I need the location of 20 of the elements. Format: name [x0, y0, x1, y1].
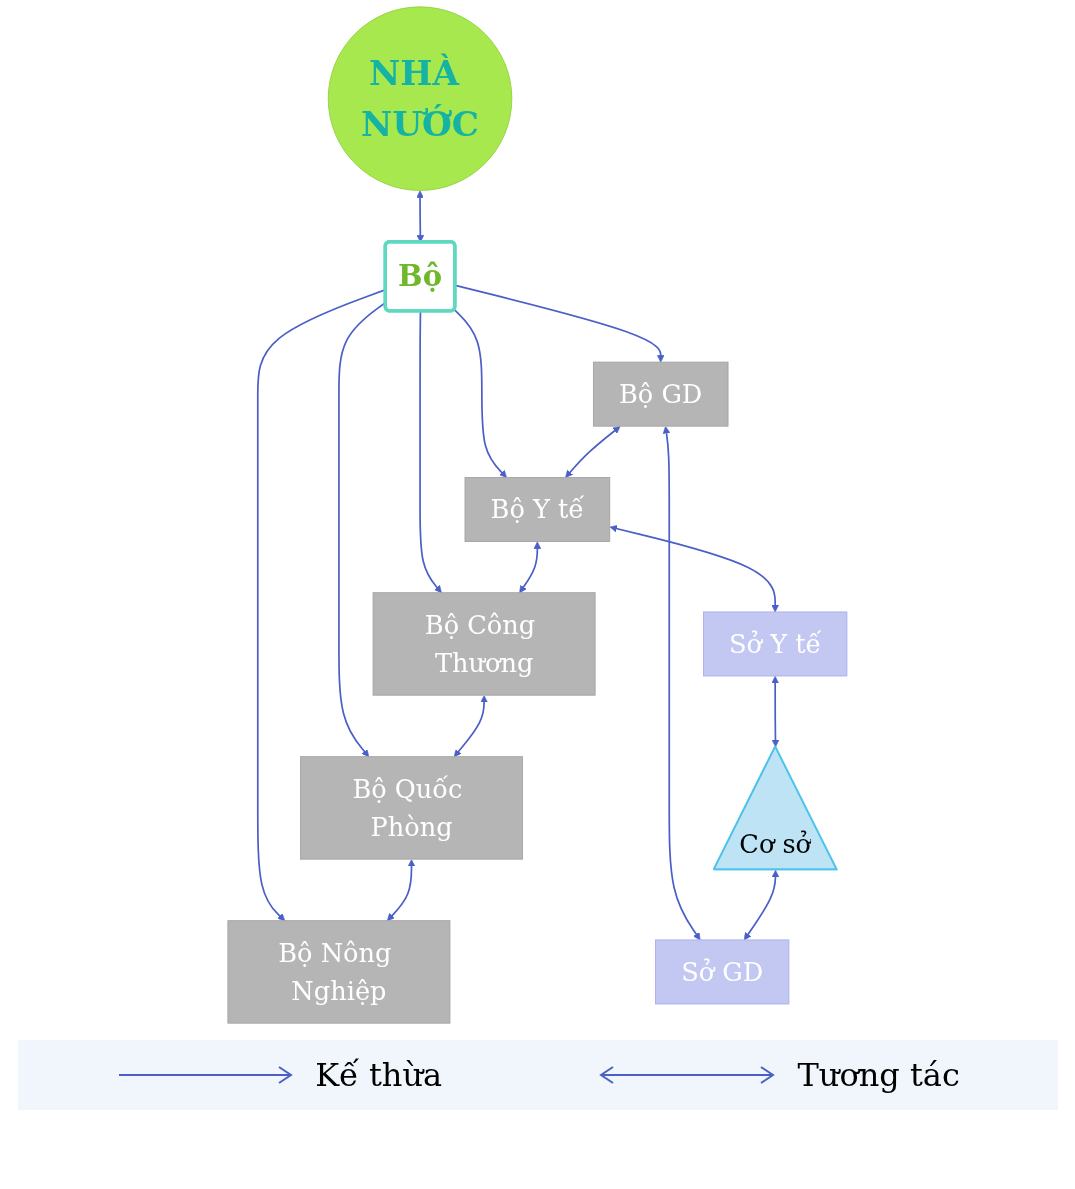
arrow	[519, 541, 542, 594]
legend-label: Kế thừa	[315, 1056, 443, 1094]
arrow	[419, 310, 442, 594]
arrow	[453, 695, 488, 758]
arrow	[662, 426, 701, 941]
node-box: Sở Y tế	[703, 611, 848, 677]
node-box: Bộ Quốc Phòng	[300, 756, 524, 860]
arrow	[453, 308, 507, 478]
node-box: Bộ Y tế	[464, 477, 611, 542]
arrow	[609, 525, 779, 613]
arrow	[387, 859, 416, 921]
node-box: Bộ Nông Nghiệp	[227, 920, 451, 1024]
legend-label: Tương tác	[797, 1056, 960, 1094]
node-box: Bộ Công Thương	[372, 592, 596, 696]
node-box: Bộ GD	[593, 361, 729, 427]
arrow	[565, 426, 621, 478]
arrow	[771, 676, 780, 748]
node-circle: NHÀ NƯỚC	[327, 6, 513, 191]
arrow	[744, 869, 780, 941]
node-box: Sở GD	[655, 939, 790, 1005]
